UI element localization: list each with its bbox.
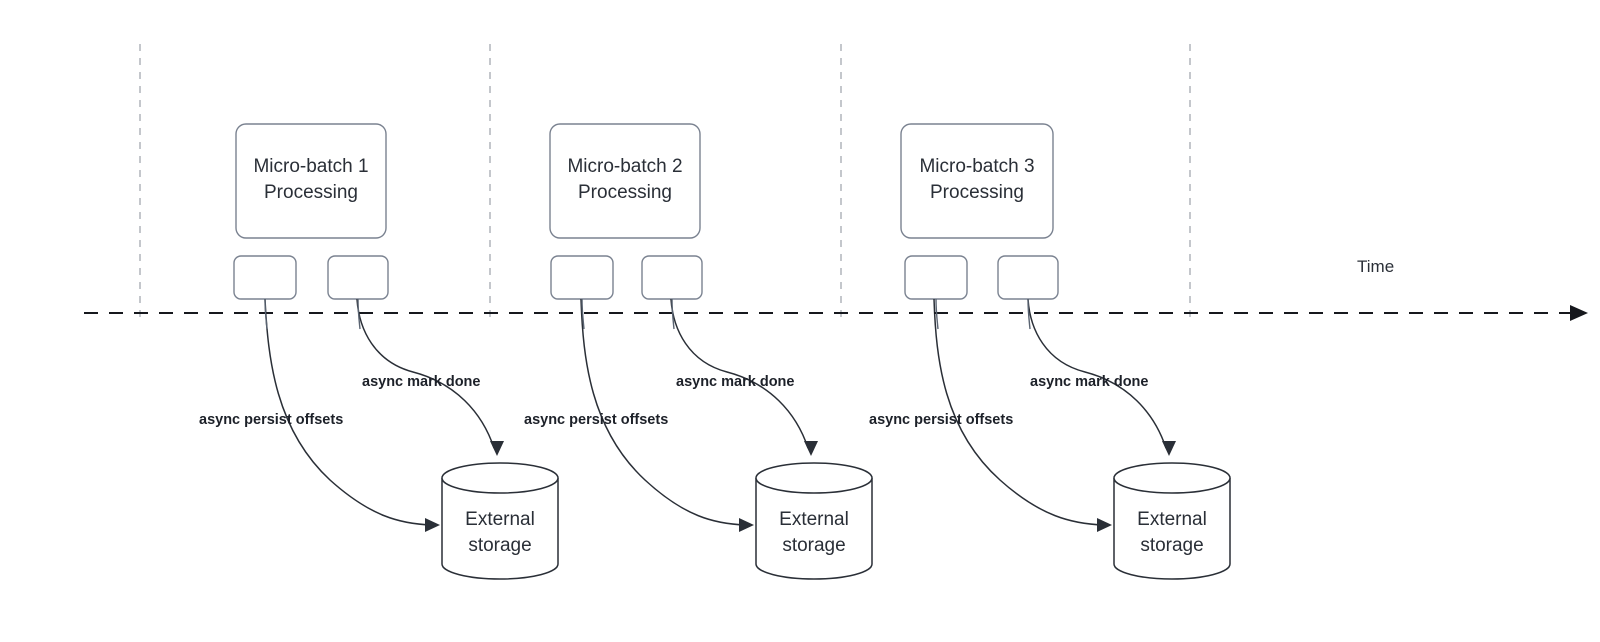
- micro-batch-label-line2-2: Processing: [578, 182, 672, 203]
- time-axis-label: Time: [1357, 257, 1394, 276]
- async-persist-offsets-path-2: [580, 298, 747, 526]
- micro-batch-label-line2-1: Processing: [264, 182, 358, 203]
- async-persist-offsets-path-1: [264, 298, 433, 526]
- external-storage-cylinder-body-3: [1113, 478, 1231, 580]
- external-storage-label-line1-2: External: [779, 509, 849, 530]
- async-mark-done-arrowhead-2: [804, 441, 818, 456]
- async-mark-done-path-3: [1027, 298, 1167, 449]
- async-persist-offsets-arrowhead-1: [425, 518, 440, 532]
- async-mark-done-arrowhead-3: [1162, 441, 1176, 456]
- mark-done-task-stem-3: [1027, 298, 1031, 330]
- persist-offsets-task-stem-3: [935, 298, 939, 330]
- group-2-stems: [581, 298, 675, 330]
- async-mark-done-arrowhead-1: [490, 441, 504, 456]
- micro-batch-label-line2-3: Processing: [930, 182, 1024, 203]
- mark-done-task-box-1[interactable]: [327, 255, 389, 300]
- async-mark-done-label-2: async mark done: [676, 374, 794, 390]
- external-storage-cylinder-body-1: [441, 478, 559, 580]
- mark-done-task-stem-2: [671, 298, 675, 330]
- external-storage-label-line1-3: External: [1137, 509, 1207, 530]
- time-axis-arrowhead: [1570, 305, 1588, 321]
- external-storage-cylinder-body-2: [755, 478, 873, 580]
- persist-offsets-task-box-1[interactable]: [233, 255, 297, 300]
- micro-batch-box-3[interactable]: [900, 123, 1054, 239]
- external-storage-label-line2-1: storage: [468, 535, 531, 556]
- async-persist-offsets-path-3: [933, 298, 1105, 526]
- mark-done-task-box-2[interactable]: [641, 255, 703, 300]
- micro-batch-label-line1-3: Micro-batch 3: [919, 156, 1034, 177]
- tick-lines-group: [139, 44, 1191, 322]
- time-axis-group: Time: [84, 257, 1588, 321]
- external-storage-cylinder-top-1: [441, 462, 559, 494]
- group-3-stems: [935, 298, 1031, 330]
- micro-batch-label-line1-2: Micro-batch 2: [567, 156, 682, 177]
- async-mark-done-label-3: async mark done: [1030, 374, 1148, 390]
- async-persist-offsets-arrowhead-2: [739, 518, 754, 532]
- external-storage-label-line2-3: storage: [1140, 535, 1203, 556]
- async-persist-offsets-label-2: async persist offsets: [524, 412, 668, 428]
- mark-done-task-box-3[interactable]: [997, 255, 1059, 300]
- external-storage-label-line2-2: storage: [782, 535, 845, 556]
- async-persist-offsets-label-1: async persist offsets: [199, 412, 343, 428]
- persist-offsets-task-box-3[interactable]: [904, 255, 968, 300]
- external-storage-cylinder-top-2: [755, 462, 873, 494]
- persist-offsets-task-stem-2: [581, 298, 585, 330]
- mark-done-task-stem-1: [357, 298, 361, 330]
- external-storage-cylinder-top-3: [1113, 462, 1231, 494]
- group-1-stems: [264, 298, 361, 330]
- async-mark-done-label-1: async mark done: [362, 374, 480, 390]
- async-persist-offsets-label-3: async persist offsets: [869, 412, 1013, 428]
- async-mark-done-path-2: [670, 298, 809, 449]
- async-mark-done-path-1: [356, 298, 495, 449]
- external-storage-label-line1-1: External: [465, 509, 535, 530]
- async-persist-offsets-arrowhead-3: [1097, 518, 1112, 532]
- micro-batch-box-1[interactable]: [235, 123, 387, 239]
- micro-batch-label-line1-1: Micro-batch 1: [253, 156, 368, 177]
- persist-offsets-task-box-2[interactable]: [550, 255, 614, 300]
- micro-batch-box-2[interactable]: [549, 123, 701, 239]
- persist-offsets-task-stem-1: [264, 298, 268, 330]
